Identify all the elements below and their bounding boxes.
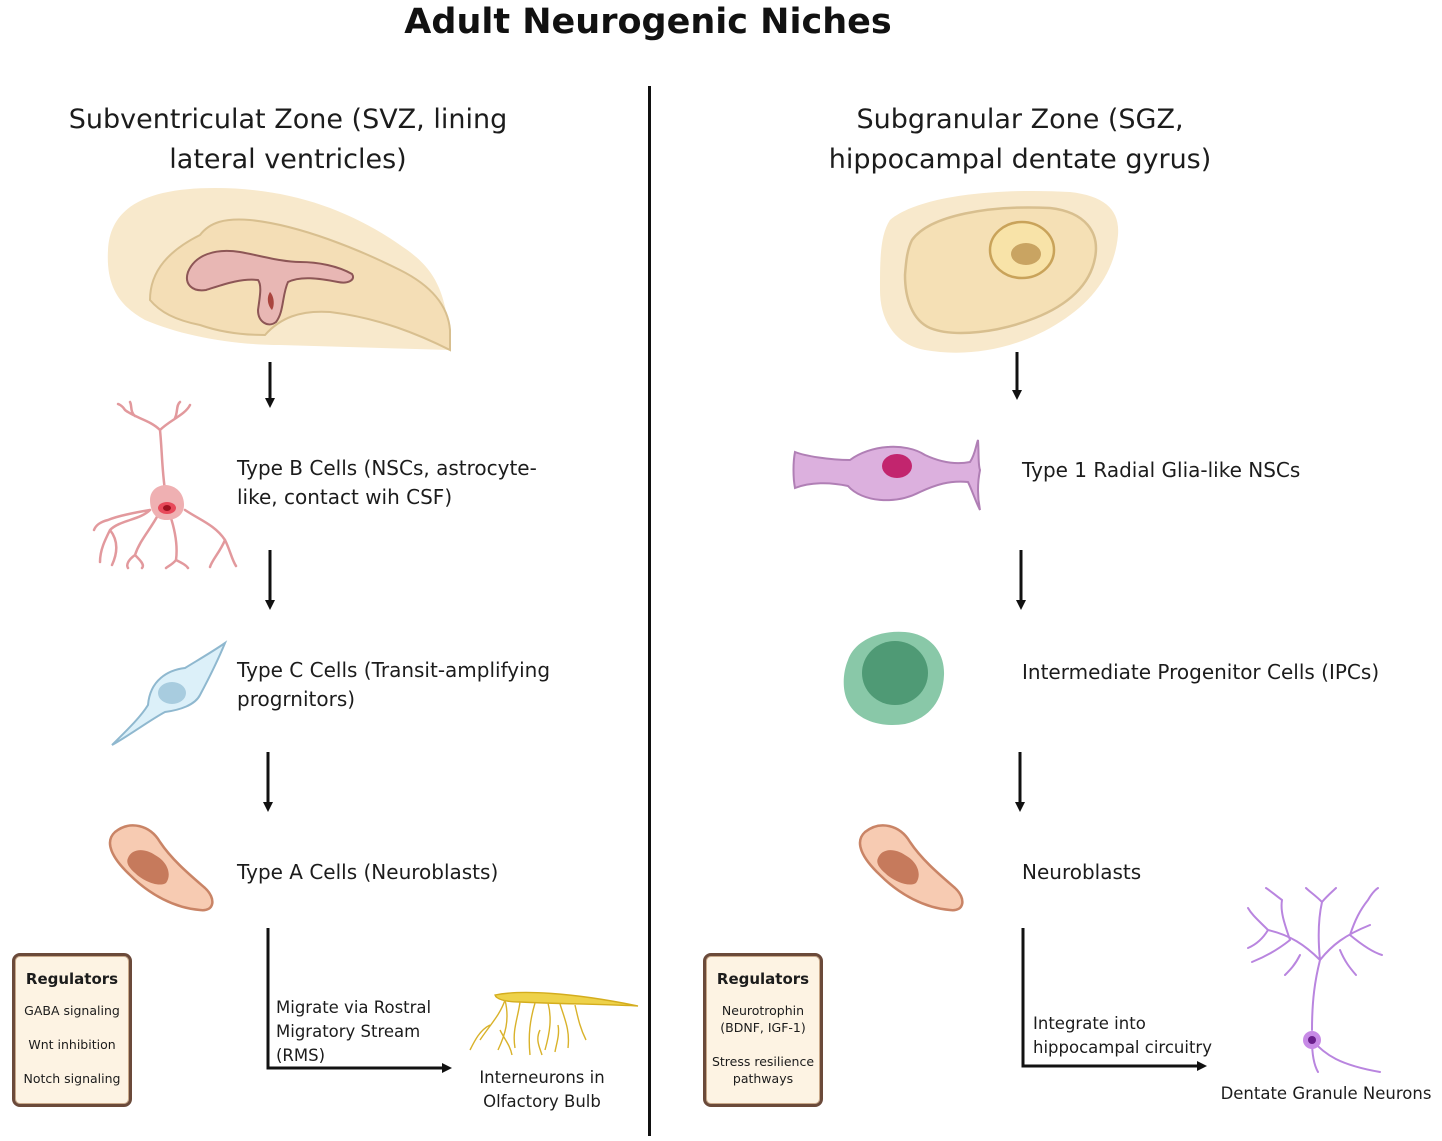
sgz-regulator-item: Stress resilience pathways <box>711 1054 815 1086</box>
svz-migration-label: Migrate via Rostral Migratory Stream (RM… <box>276 998 432 1065</box>
sgz-stage-radial-glia: Type 1 Radial Glia-like NSCs <box>1022 458 1301 482</box>
granule-neuron-illustration <box>1247 887 1383 1073</box>
column-divider <box>648 86 651 1136</box>
sgz-integration-arrow <box>1021 928 1207 1071</box>
svz-regulator-item: GABA signaling <box>24 1003 120 1018</box>
svz-regulators-title: Regulators <box>25 970 119 988</box>
page-title: Adult Neurogenic Niches <box>404 2 892 42</box>
sgz-neuroblast-illustration <box>858 824 964 912</box>
sgz-outcome-label: Dentate Granule Neurons <box>1220 1084 1432 1103</box>
svz-regulator-item: Notch signaling <box>23 1071 121 1086</box>
svz-heading: Subventriculat Zone (SVZ, lining lateral… <box>68 104 508 175</box>
sgz-regulators-box: Regulators Neurotrophin (BDNF, IGF-1) St… <box>703 953 823 1107</box>
sgz-hippocampus-illustration <box>880 190 1119 353</box>
type-b-cell-illustration <box>92 400 238 570</box>
sgz-stage-neuroblast: Neuroblasts <box>1022 860 1142 884</box>
svz-stage-type-c: Type C Cells (Transit-amplifying progrni… <box>237 658 551 711</box>
svz-outcome-label: Interneurons in Olfactory Bulb <box>479 1068 605 1111</box>
svz-stage-type-b: Type B Cells (NSCs, astrocyte-like, cont… <box>237 456 537 509</box>
type-c-cell-illustration <box>111 640 228 746</box>
sgz-regulator-item: Neurotrophin (BDNF, IGF-1) <box>720 1003 806 1035</box>
svz-stage-type-a: Type A Cells (Neuroblasts) <box>237 860 499 884</box>
ipc-illustration <box>843 631 945 725</box>
svz-migration-arrow <box>266 928 452 1073</box>
olfactory-bulb-illustration <box>469 991 639 1056</box>
sgz-integration-label: Integrate into hippocampal circuitry <box>1033 1014 1212 1057</box>
svz-regulator-item: Wnt inhibition <box>28 1037 116 1052</box>
radial-glia-nsc-illustration <box>792 439 982 511</box>
sgz-stage-ipc: Intermediate Progenitor Cells (IPCs) <box>1022 660 1380 684</box>
type-b-cell-body <box>150 485 184 520</box>
svz-regulators-box: Regulators GABA signaling Wnt inhibition… <box>12 953 132 1107</box>
svz-brain-illustration <box>107 188 451 352</box>
sgz-regulators-title: Regulators <box>716 970 810 988</box>
sgz-heading: Subgranular Zone (SGZ, hippocampal denta… <box>828 104 1212 175</box>
type-a-neuroblast-illustration <box>108 824 214 912</box>
